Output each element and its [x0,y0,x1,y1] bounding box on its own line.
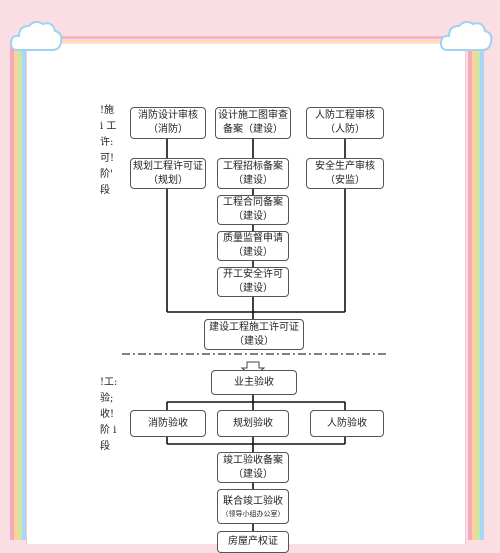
box-title: 人防工程审核 [315,110,375,121]
rainbow-stripe-right-1 [468,40,472,540]
property-cert-box: 房屋产权证 [217,531,289,553]
construction-drawing-review-box: 设计施工图审查 备案（建设） [215,107,291,139]
civil-defense-review-box: 人防工程审核 （人防） [306,107,384,139]
box-title: 质量监督申请 [223,233,283,244]
box-title: 联合竣工验收 [223,495,283,507]
rainbow-stripe-left-4 [22,40,26,540]
safety-permit-box: 开工安全许可 （建设） [217,267,289,297]
box-title: 开工安全许可 [223,269,283,280]
side-label-line: 阶 i [100,425,117,436]
top-border [40,36,460,39]
rainbow-stripe-left-3 [18,40,22,540]
side-label-line: i 工 [100,121,117,132]
side-label-line: 段 [100,185,110,196]
box-title: 安全生产审核 [315,160,375,172]
rainbow-stripe-left-2 [14,40,18,540]
box-title: 消防设计审核 [138,110,198,121]
top-border-inner [40,40,460,42]
rainbow-stripe-right-2 [472,40,476,540]
box-title: 人防验收 [327,417,367,429]
side-label-line: !工: [100,377,118,388]
joint-acceptance-box: 联合竣工验收 （领导小组办公室） [217,489,289,524]
fire-design-review-box: 消防设计审核 （消防） [130,107,206,139]
side-label-line: 可! [100,153,115,164]
box-department: （建设） [234,335,274,347]
construction-permit-box: 建设工程施工许可证 （建设） [204,319,304,350]
box-department: （规划） [148,174,188,186]
rainbow-stripe-right-3 [476,40,480,540]
side-label-line: 阶' [100,169,113,180]
side-label-line: !施 [100,105,115,116]
box-department: （建设） [233,174,273,186]
box-title: 规划验收 [233,417,273,429]
tender-filing-box: 工程招标备案 （建设） [217,158,289,189]
box-title: 业主验收 [234,376,274,388]
rainbow-stripe-right-4 [480,40,484,540]
cloud-icon-right [439,20,493,51]
side-label-line: 许: [100,137,114,148]
box-department: （消防） [148,124,188,135]
box-title: 工程合同备案 [223,197,283,208]
rainbow-stripe-left-1 [10,40,14,540]
box-title: 工程招标备案 [223,160,283,172]
box-department: （建设） [233,211,273,222]
side-label-line: 收! [100,409,115,420]
box-department: 备案（建设） [223,124,283,135]
quality-supervision-box: 质量监督申请 （建设） [217,231,289,261]
box-title: 规划工程许可证 [133,160,203,172]
side-label-line: 验; [100,393,114,404]
owner-acceptance-box: 业主验收 [211,370,297,395]
box-title: 消防验收 [148,417,188,429]
contract-filing-box: 工程合同备案 （建设） [217,195,289,225]
box-department: （建设） [233,468,273,480]
side-label-line: 段 [100,441,110,452]
box-title: 竣工验收备案 [223,454,283,466]
box-title: 房屋产权证 [228,536,278,547]
box-title: 设计施工图审查 [218,110,288,121]
box-department: （建设） [233,247,273,258]
planning-permit-box: 规划工程许可证 （规划） [130,158,206,189]
box-department: （建设） [233,283,273,294]
safety-review-box: 安全生产审核 （安监） [306,158,384,189]
box-department: （安监） [325,174,365,186]
box-title: 建设工程施工许可证 [209,321,299,333]
planning-acceptance-box: 规划验收 [217,410,289,437]
box-department: （人防） [325,124,365,135]
box-department: （领导小组办公室） [221,509,285,518]
side-label-acceptance-phase: !工: 验; 收! 阶 i 段 [100,375,117,455]
side-label-construction-phase: !施 i 工 许: 可! 阶' 段 [100,103,116,199]
civil-defense-acceptance-box: 人防验收 [310,410,384,437]
completion-filing-box: 竣工验收备案 （建设） [217,452,289,483]
fire-acceptance-box: 消防验收 [130,410,206,437]
cloud-icon-left [9,20,63,51]
